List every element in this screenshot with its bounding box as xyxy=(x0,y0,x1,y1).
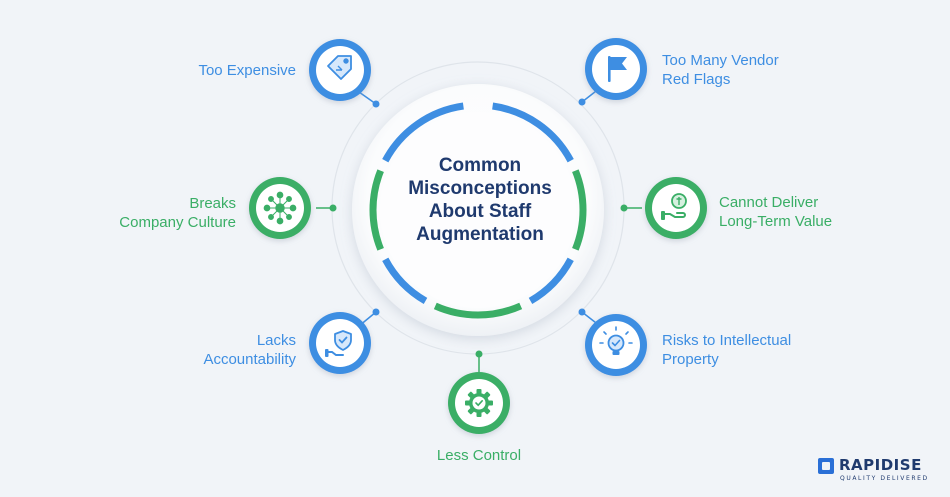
label-accountability-line-1: Lacks xyxy=(256,332,296,349)
arc-left xyxy=(369,169,384,251)
logo-tagline: QUALITY DELIVERED xyxy=(840,475,929,482)
arc-bottom-left xyxy=(382,257,428,304)
coin-hand-icon xyxy=(661,193,687,220)
logo-wordmark: RAPIDISE xyxy=(839,456,922,474)
center-title-line-2: Misconceptions xyxy=(408,178,552,199)
label-vendor-line-2: Red Flags xyxy=(662,71,731,88)
gear-icon xyxy=(465,389,493,417)
arc-top-left xyxy=(382,102,464,163)
label-too-expensive: Too Expensive xyxy=(150,61,296,80)
lightbulb-icon xyxy=(599,326,633,355)
label-vendor-red-flags: Too Many Vendor Red Flags xyxy=(662,51,832,89)
label-too-expensive-line-1: Too Expensive xyxy=(198,62,296,79)
rapidise-logo: RAPIDISE QUALITY DELIVERED xyxy=(818,455,943,485)
center-title: Common Misconceptions About Staff Augmen… xyxy=(380,154,580,246)
label-culture-line-1: Breaks xyxy=(189,195,236,212)
connector-dot-culture xyxy=(329,204,337,212)
hub-arc-ring xyxy=(369,102,587,319)
center-title-line-1: Common xyxy=(438,155,522,176)
arc-bottom-right xyxy=(528,257,574,304)
shield-hand-icon xyxy=(325,330,352,357)
label-longterm-line-1: Cannot Deliver xyxy=(719,194,819,211)
label-ip-line-2: Property xyxy=(662,351,719,368)
label-accountability: Lacks Accountability xyxy=(150,331,296,369)
label-accountability-line-2: Accountability xyxy=(203,351,296,368)
label-culture-line-2: Company Culture xyxy=(119,214,236,231)
center-title-line-3: About Staff xyxy=(428,201,532,222)
center-title-line-4: Augmentation xyxy=(416,224,544,245)
label-long-term-value: Cannot Deliver Long-Term Value xyxy=(719,193,889,231)
connector-dot-longterm xyxy=(620,204,628,212)
hub-inner-disc xyxy=(380,112,576,308)
label-less-control: Less Control xyxy=(399,446,559,465)
arc-right xyxy=(572,169,587,251)
label-less-control-line-1: Less Control xyxy=(436,447,522,464)
network-people-icon xyxy=(263,191,297,225)
label-intellectual-property: Risks to Intellectual Property xyxy=(662,331,842,369)
label-ip-line-1: Risks to Intellectual xyxy=(662,332,792,349)
connector-dot-vendor xyxy=(578,98,586,106)
label-longterm-line-2: Long-Term Value xyxy=(719,213,833,230)
price-tag-icon xyxy=(327,55,352,80)
connector-dot-too-expensive xyxy=(372,100,380,108)
connector-dot-accountability xyxy=(372,308,380,316)
connector-dot-control xyxy=(475,350,483,358)
connector-dot-ip xyxy=(578,308,586,316)
label-vendor-line-1: Too Many Vendor xyxy=(662,52,779,69)
logo-mark-icon xyxy=(818,458,834,474)
connectors xyxy=(316,87,642,372)
arc-top-right xyxy=(492,102,574,163)
arc-bottom xyxy=(433,302,523,319)
flag-icon xyxy=(608,56,627,82)
label-company-culture: Breaks Company Culture xyxy=(80,194,236,232)
